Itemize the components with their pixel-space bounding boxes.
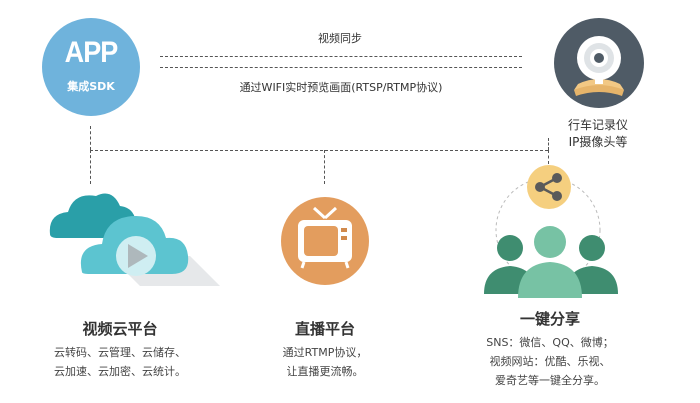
app-subtitle: 集成SDK xyxy=(67,80,115,93)
live-title: 直播平台 xyxy=(294,320,355,338)
cloud-description: 云转码、云管理、云储存、 云加速、云加密、云统计。 xyxy=(20,343,220,381)
share-desc-line3: 爱奇艺等一键全分享。 xyxy=(495,374,605,387)
live-description: 通过RTMP协议， 让直播更流畅。 xyxy=(245,343,405,381)
connector-line xyxy=(160,56,522,57)
app-sdk-badge xyxy=(42,18,140,116)
share-icon xyxy=(527,165,571,209)
cloud-title: 视频云平台 xyxy=(82,320,158,338)
share-desc-line2: 视频网站：优酷、乐视、 xyxy=(489,355,611,368)
connector-line xyxy=(90,126,91,150)
share-ring xyxy=(495,177,601,283)
connector-line xyxy=(160,67,522,68)
connector-line xyxy=(90,150,91,184)
connector-line xyxy=(548,150,549,164)
app-title: APP xyxy=(64,36,119,69)
share-title: 一键分享 xyxy=(519,310,580,328)
cloud-play-icon xyxy=(49,193,220,286)
cloud-desc-line2: 云加速、云加密、云统计。 xyxy=(54,365,186,378)
cloud-desc-line1: 云转码、云管理、云储存、 xyxy=(54,346,186,359)
device-caption: 行车记录仪 IP摄像头等 xyxy=(548,117,648,151)
live-desc-line1: 通过RTMP协议， xyxy=(282,346,368,359)
wifi-label: 通过WIFI实时预览画面(RTSP/RTMP协议) xyxy=(239,81,443,94)
live-desc-line2: 让直播更流畅。 xyxy=(286,365,364,378)
people-group-icon xyxy=(484,226,618,298)
share-description: SNS：微信、QQ、微博； 视频网站：优酷、乐视、 爱奇艺等一键全分享。 xyxy=(455,333,645,390)
device-caption-line2: IP摄像头等 xyxy=(568,135,628,149)
connector-line xyxy=(324,150,325,184)
device-caption-line1: 行车记录仪 xyxy=(567,118,628,132)
connector-line xyxy=(90,150,548,151)
connector-line xyxy=(548,138,549,150)
webcam-icon xyxy=(574,36,624,96)
sync-label: 视频同步 xyxy=(318,32,362,45)
tv-icon xyxy=(281,197,369,285)
share-desc-line1: SNS：微信、QQ、微博； xyxy=(486,336,614,349)
